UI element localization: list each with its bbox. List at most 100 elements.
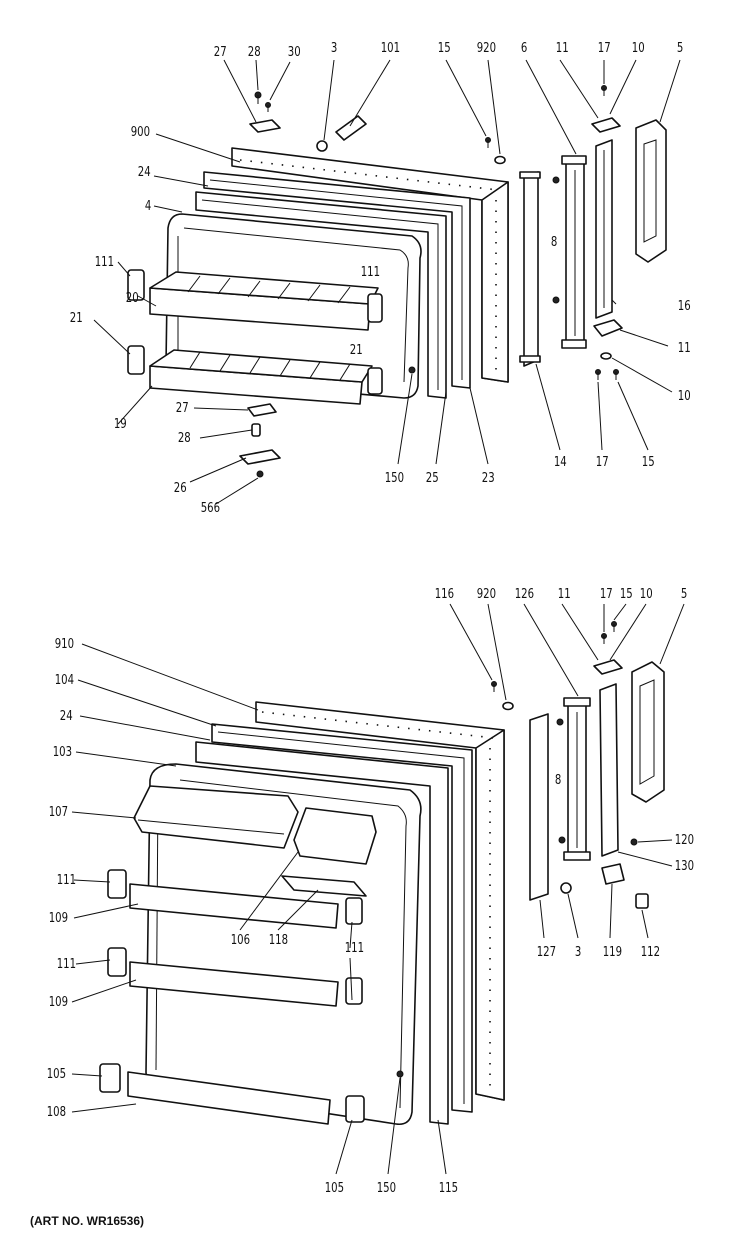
label-118: 118 bbox=[269, 932, 288, 948]
label-24: 24 bbox=[138, 164, 151, 180]
shelf-retainer-111-left bbox=[127, 269, 145, 301]
label-111-b2: 111 bbox=[345, 940, 364, 956]
shelf-retainer-105-right bbox=[345, 1095, 365, 1123]
label-20: 20 bbox=[126, 290, 139, 306]
label-10-lower: 10 bbox=[678, 388, 691, 404]
label-105-right: 105 bbox=[325, 1180, 344, 1196]
label-5-b: 5 bbox=[681, 586, 687, 602]
shelf-retainer-111-d bbox=[345, 977, 363, 1005]
bottom-leader-lines bbox=[71, 603, 685, 1175]
label-27-lower: 27 bbox=[176, 400, 189, 416]
bottom-door-assembly bbox=[99, 621, 665, 1126]
label-19: 19 bbox=[114, 416, 127, 432]
label-3: 3 bbox=[331, 40, 337, 56]
label-17-lower: 17 bbox=[596, 454, 609, 470]
label-910: 910 bbox=[55, 636, 74, 652]
label-21-right: 21 bbox=[350, 342, 363, 358]
label-108: 108 bbox=[47, 1104, 66, 1120]
label-10-b: 10 bbox=[640, 586, 653, 602]
end-cap-11-lower-door bbox=[593, 659, 623, 675]
door-shelf-108 bbox=[127, 1071, 331, 1125]
label-3-b: 3 bbox=[575, 944, 581, 960]
label-566: 566 bbox=[201, 500, 220, 516]
label-101: 101 bbox=[381, 40, 400, 56]
label-111-b3: 111 bbox=[57, 956, 76, 972]
label-120: 120 bbox=[675, 832, 694, 848]
shelf-retainer-21-left bbox=[127, 345, 145, 375]
plug-3-bottom bbox=[560, 882, 572, 894]
label-130: 130 bbox=[675, 858, 694, 874]
hinge-27-bottom bbox=[247, 403, 277, 417]
top-leader-lines bbox=[93, 59, 681, 505]
label-27: 27 bbox=[214, 44, 227, 60]
shelf-retainer-105-left bbox=[99, 1063, 121, 1093]
label-15-b: 15 bbox=[620, 586, 633, 602]
door-liner-frame-115 bbox=[195, 741, 449, 1125]
label-116: 116 bbox=[435, 586, 454, 602]
label-5: 5 bbox=[677, 40, 683, 56]
shelf-retainer-21-right bbox=[367, 367, 383, 395]
label-111: 111 bbox=[95, 254, 114, 270]
label-126: 126 bbox=[515, 586, 534, 602]
label-28: 28 bbox=[248, 44, 261, 60]
top-door-assembly bbox=[127, 85, 667, 478]
art-number-caption: (ART NO. WR16536) bbox=[30, 1214, 145, 1228]
bottom-part-labels: 116 920 126 11 17 15 10 5 910 104 24 103… bbox=[47, 586, 694, 1196]
door-gasket-104 bbox=[211, 723, 473, 1113]
label-30: 30 bbox=[288, 44, 301, 60]
label-900: 900 bbox=[131, 124, 150, 140]
hinge-cover-119 bbox=[601, 863, 625, 885]
label-28-lower: 28 bbox=[178, 430, 191, 446]
label-127: 127 bbox=[537, 944, 556, 960]
hinge-plate-26 bbox=[239, 449, 281, 465]
label-119: 119 bbox=[603, 944, 622, 960]
end-cap-11-bottom bbox=[593, 319, 623, 337]
label-104: 104 bbox=[55, 672, 74, 688]
shelf-retainer-111-c bbox=[345, 897, 363, 925]
label-10: 10 bbox=[632, 40, 645, 56]
label-26: 26 bbox=[174, 480, 187, 496]
handle-insert-101 bbox=[335, 115, 367, 141]
label-24-b: 24 bbox=[60, 708, 73, 724]
label-17-b: 17 bbox=[600, 586, 613, 602]
door-gasket-23 bbox=[203, 171, 471, 389]
label-14: 14 bbox=[554, 454, 567, 470]
label-21: 21 bbox=[70, 310, 83, 326]
label-111-right: 111 bbox=[361, 264, 380, 280]
shelf-retainer-111-a bbox=[107, 869, 127, 899]
label-109-lower: 109 bbox=[49, 994, 68, 1010]
label-8-b: 8 bbox=[555, 772, 561, 788]
label-23: 23 bbox=[482, 470, 495, 486]
door-liner-frame-25 bbox=[195, 191, 447, 399]
label-16: 16 bbox=[678, 298, 691, 314]
label-112: 112 bbox=[641, 944, 660, 960]
label-920-b: 920 bbox=[477, 586, 496, 602]
label-150-b: 150 bbox=[377, 1180, 396, 1196]
hinge-27-top bbox=[249, 119, 281, 133]
plug-920-bottom bbox=[502, 701, 514, 711]
label-6: 6 bbox=[521, 40, 527, 56]
label-17: 17 bbox=[598, 40, 611, 56]
plug-920-top bbox=[494, 155, 506, 165]
label-15: 15 bbox=[438, 40, 451, 56]
plug-3 bbox=[316, 140, 328, 152]
label-105-left: 105 bbox=[47, 1066, 66, 1082]
shelf-retainer-111-b bbox=[107, 947, 127, 977]
label-11: 11 bbox=[556, 40, 569, 56]
label-920: 920 bbox=[477, 40, 496, 56]
shelf-retainer-111-right bbox=[367, 293, 383, 323]
label-4: 4 bbox=[145, 198, 151, 214]
label-11-b: 11 bbox=[558, 586, 571, 602]
handle-trim-130 bbox=[599, 683, 619, 857]
label-111-b1: 111 bbox=[57, 872, 76, 888]
label-115: 115 bbox=[439, 1180, 458, 1196]
label-11-lower: 11 bbox=[678, 340, 691, 356]
end-cap-11-top bbox=[591, 117, 621, 133]
label-8: 8 bbox=[551, 234, 557, 250]
label-109-upper: 109 bbox=[49, 910, 68, 926]
butter-bin-106 bbox=[293, 807, 377, 865]
door-shelf-109-lower bbox=[129, 961, 339, 1007]
label-15-lower: 15 bbox=[642, 454, 655, 470]
label-106: 106 bbox=[231, 932, 250, 948]
